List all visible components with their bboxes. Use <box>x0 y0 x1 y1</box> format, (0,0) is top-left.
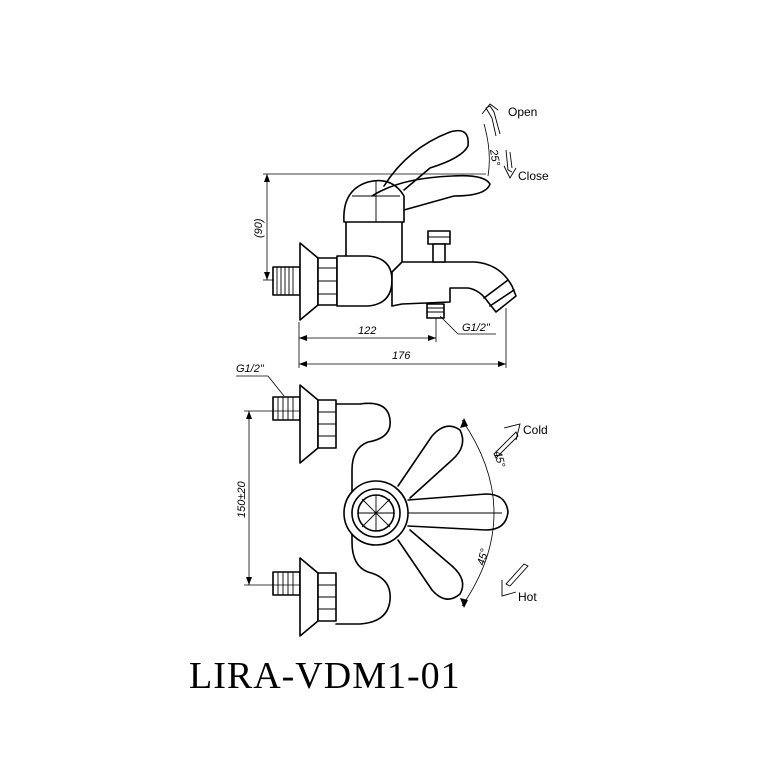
handle-center <box>407 493 509 531</box>
side-shower-outlet <box>426 303 445 319</box>
svg-text:150±20: 150±20 <box>236 480 248 518</box>
lower-inlet <box>272 557 337 637</box>
open-arrow-icon <box>481 103 501 137</box>
length-dimension-176: 176 <box>299 308 507 368</box>
side-lever-closed <box>371 174 491 211</box>
svg-text:176: 176 <box>392 350 411 362</box>
cold-angle-label: 45° <box>491 450 507 470</box>
spout-thread-callout: G1/2" <box>439 315 496 335</box>
svg-text:G1/2": G1/2" <box>462 322 491 334</box>
side-nut <box>317 257 338 306</box>
svg-text:G1/2": G1/2" <box>236 363 265 375</box>
side-body-cylinder <box>336 255 393 307</box>
model-name: LIRA-VDM1-01 <box>189 655 461 697</box>
hot-label: Hot <box>518 590 537 604</box>
handle-hot <box>397 529 464 600</box>
close-label: Close <box>518 169 549 183</box>
side-cartridge-dome <box>343 179 405 223</box>
inlet-thread-callout: G1/2" <box>236 363 285 397</box>
side-diverter-knob <box>427 230 451 263</box>
length-dimension-122: 122 <box>298 318 437 368</box>
center-distance-dimension: 150±20 <box>236 410 300 586</box>
side-wall-flange <box>299 242 319 321</box>
hot-arrow-icon <box>501 563 529 597</box>
side-inlet-thread <box>272 266 301 296</box>
height-dimension: (90) <box>253 173 486 281</box>
handle-cold <box>397 425 464 499</box>
open-label: Open <box>508 105 537 119</box>
lever-angle-label: 25° <box>487 147 502 167</box>
side-view: Open Close 25° (90) 122 176 <box>253 103 549 368</box>
side-spout <box>391 261 517 313</box>
svg-text:(90): (90) <box>253 218 265 238</box>
top-view: G1/2" <box>236 363 548 637</box>
upper-inlet <box>272 384 337 464</box>
hot-angle-label: 45° <box>475 547 491 567</box>
cold-arrow-icon <box>493 423 521 459</box>
close-arrow-icon <box>503 149 517 179</box>
rotation-arc <box>461 419 495 607</box>
side-lever-open <box>383 129 469 191</box>
svg-text:122: 122 <box>358 325 376 337</box>
cartridge-top <box>343 480 409 546</box>
cold-label: Cold <box>523 423 548 437</box>
